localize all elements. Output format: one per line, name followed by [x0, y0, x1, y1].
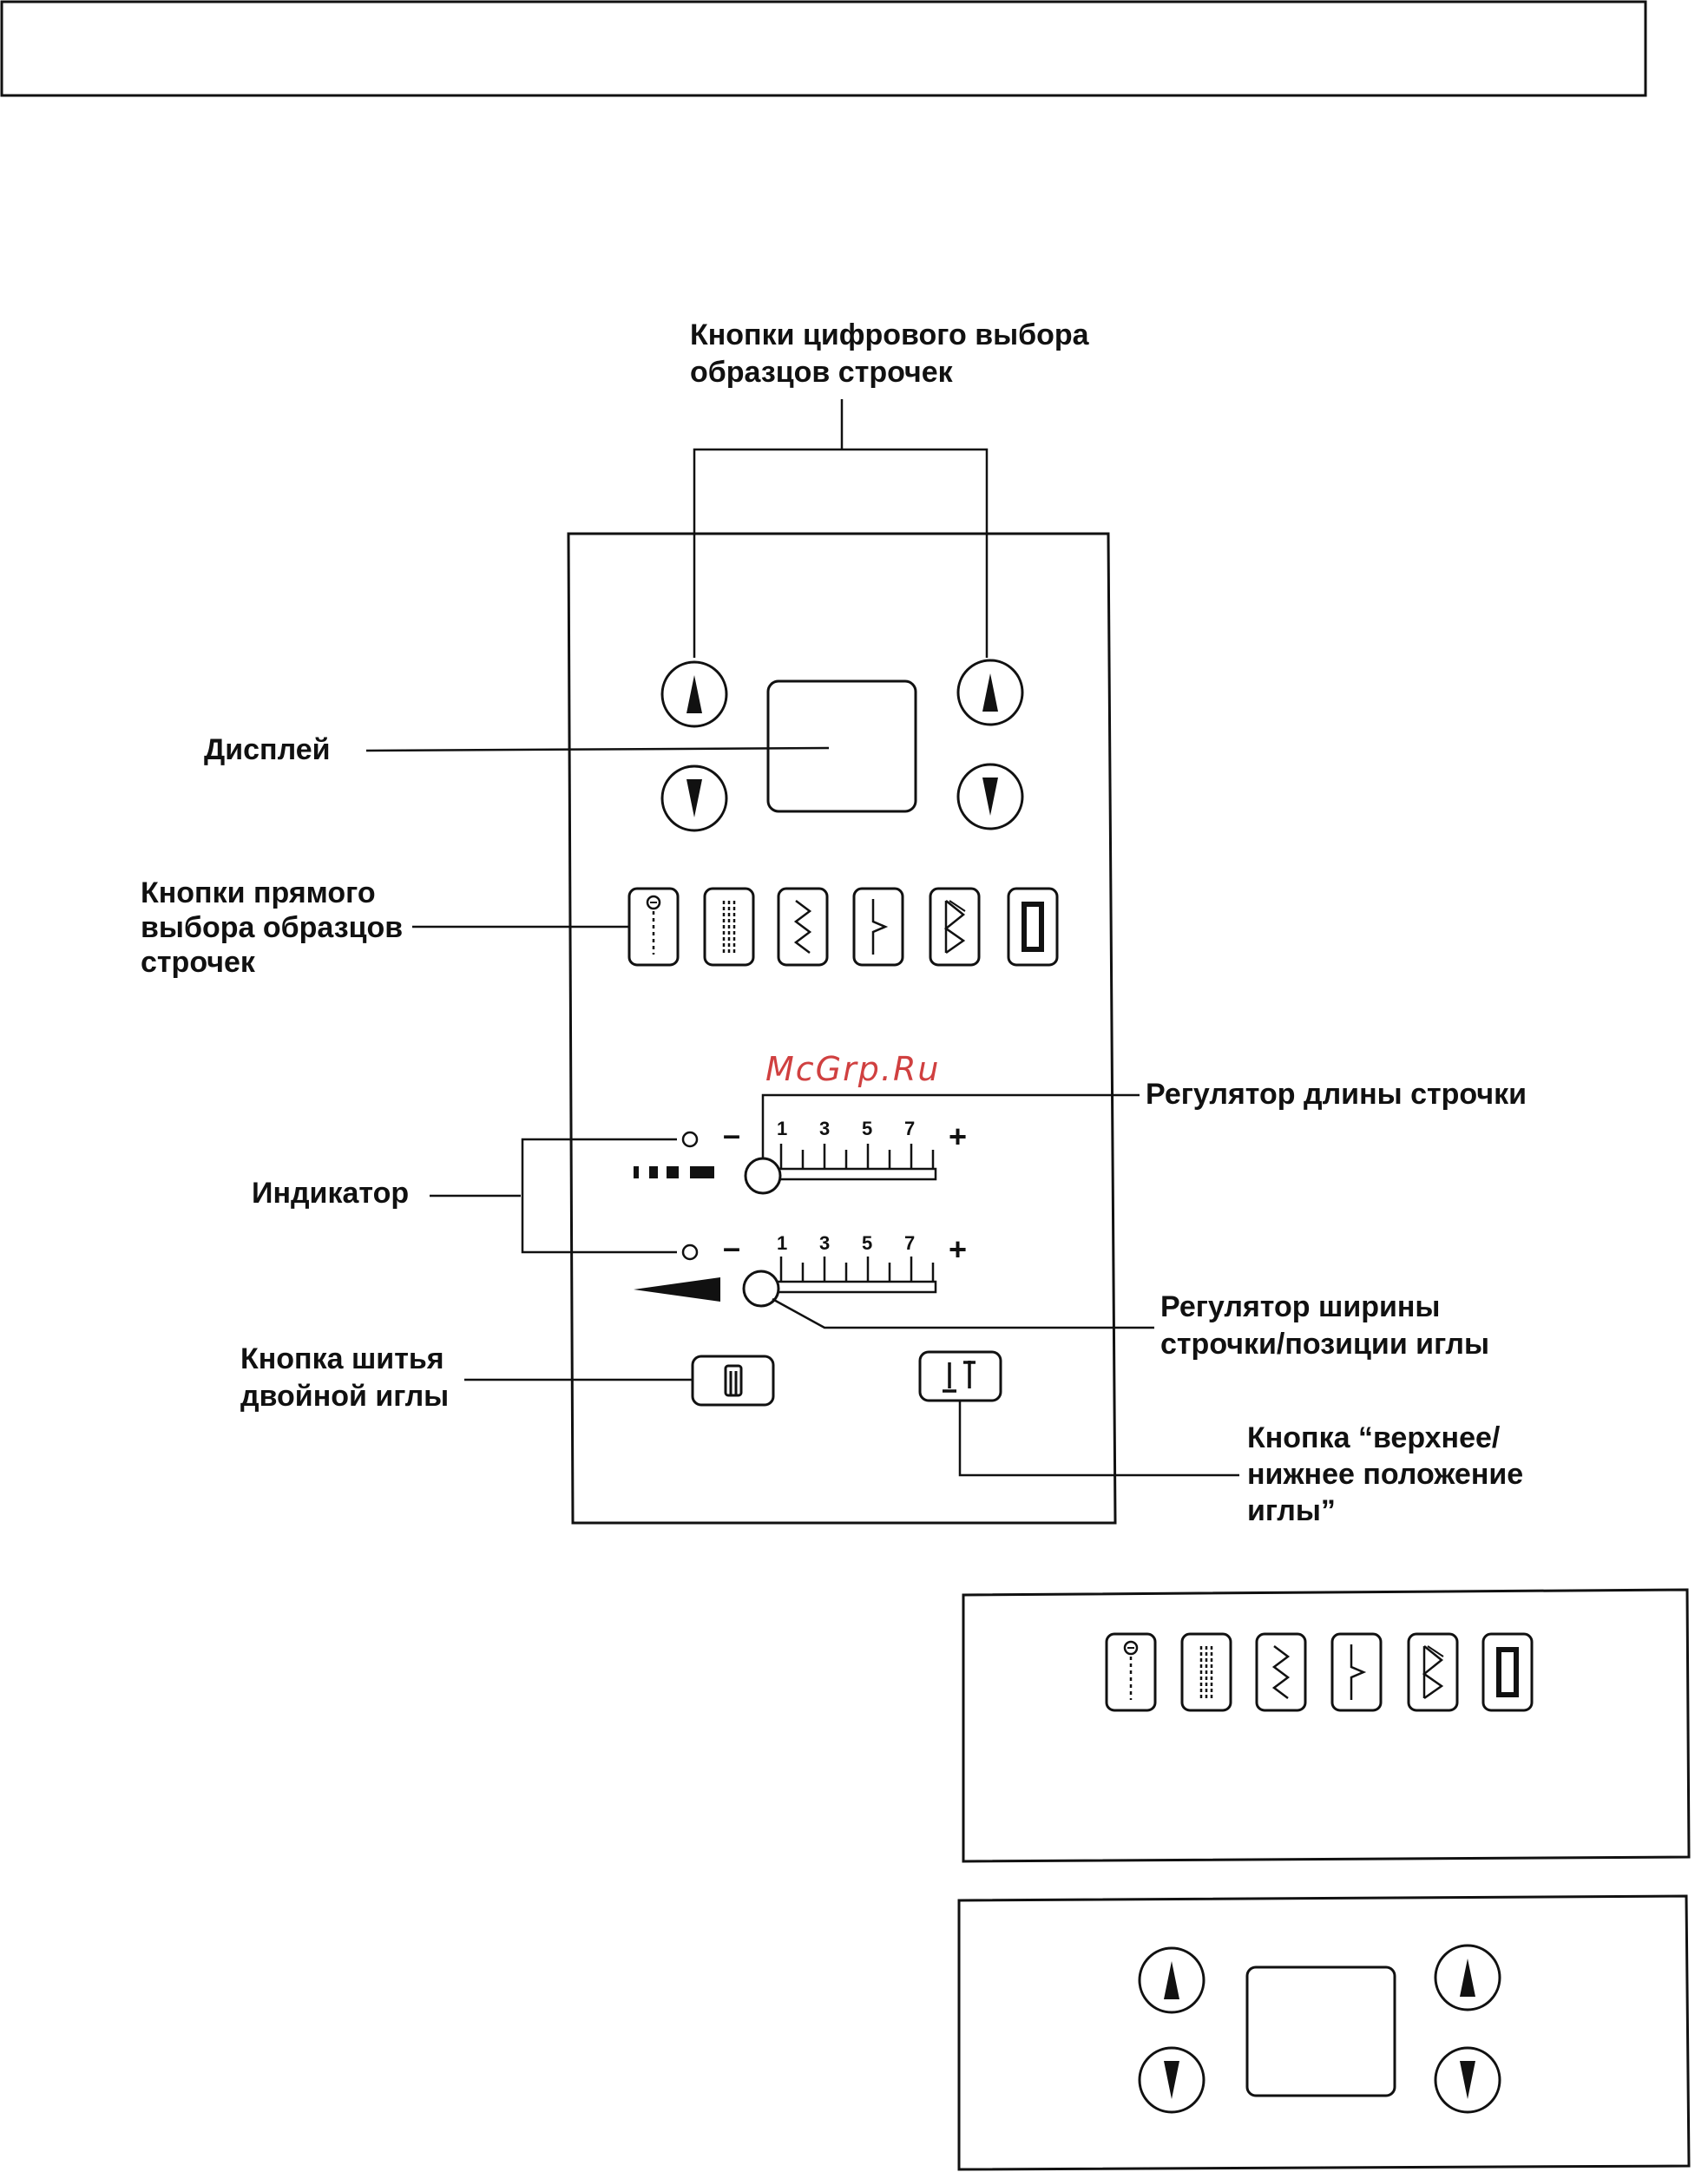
blind-hem-button[interactable]	[854, 889, 903, 965]
twin-needle-label-line2: двойной иглы	[240, 1380, 449, 1413]
pattern-buttons-row-panel	[1107, 1634, 1532, 1710]
needle-position-label-line1: Кнопка “верхнее/	[1247, 1421, 1501, 1454]
length-plus: +	[949, 1119, 967, 1154]
width-minus: –	[723, 1230, 740, 1265]
indicator-bracket	[522, 1139, 677, 1252]
needle-position-button[interactable]	[920, 1352, 1001, 1401]
panel-left-down-arrow-button[interactable]	[1140, 2048, 1204, 2112]
header-box	[2, 2, 1646, 95]
direct-select-label-line2: выбора образцов	[141, 911, 403, 944]
width-tick-1: 1	[777, 1232, 787, 1254]
zigzag-button[interactable]	[778, 889, 827, 965]
panel-left-up-arrow-button[interactable]	[1140, 1948, 1204, 2012]
length-tick-7: 7	[904, 1118, 915, 1139]
twin-needle-button[interactable]	[693, 1356, 773, 1405]
straight-stitch-button[interactable]	[1107, 1634, 1155, 1710]
triple-stitch-button[interactable]	[705, 889, 753, 965]
length-regulator-label: Регулятор длины строчки	[1146, 1078, 1527, 1111]
length-indicator-lamp	[683, 1132, 697, 1146]
length-tick-3: 3	[819, 1118, 830, 1139]
pattern-buttons-row	[629, 889, 1057, 965]
width-regulator-label-line2: строчки/позиции иглы	[1160, 1328, 1489, 1361]
length-tick-5: 5	[862, 1118, 872, 1139]
length-slider-knob[interactable]	[746, 1158, 780, 1193]
length-tick-1: 1	[777, 1118, 787, 1139]
panel-display-screen	[1247, 1967, 1395, 2096]
right-down-arrow-button[interactable]	[958, 764, 1022, 829]
length-stitch-symbol	[634, 1166, 714, 1178]
display-label: Дисплей	[204, 733, 331, 766]
direct-select-label-line1: Кнопки прямого	[141, 876, 376, 909]
width-regulator-leader	[772, 1299, 1154, 1328]
indicator-label: Индикатор	[252, 1177, 409, 1210]
triple-zigzag-button[interactable]	[930, 889, 979, 965]
width-plus: +	[949, 1231, 967, 1267]
width-scale: 1 3 5 7	[764, 1232, 936, 1292]
display-screen	[768, 681, 916, 811]
left-down-arrow-button[interactable]	[662, 766, 726, 830]
buttonhole-button[interactable]	[1483, 1634, 1532, 1710]
needle-position-leader	[960, 1401, 1239, 1475]
panel-right-down-arrow-button[interactable]	[1435, 2048, 1500, 2112]
triple-zigzag-button[interactable]	[1409, 1634, 1457, 1710]
needle-position-label-line3: иглы”	[1247, 1494, 1336, 1527]
length-scale: 1 3 5 7	[764, 1118, 936, 1179]
twin-needle-label-line1: Кнопка шитья	[240, 1342, 444, 1375]
triple-stitch-button[interactable]	[1182, 1634, 1231, 1710]
left-up-arrow-button[interactable]	[662, 662, 726, 726]
blind-hem-button[interactable]	[1332, 1634, 1381, 1710]
straight-stitch-button[interactable]	[629, 889, 678, 965]
width-tick-5: 5	[862, 1232, 872, 1254]
right-up-arrow-button[interactable]	[958, 660, 1022, 725]
panel-right-up-arrow-button[interactable]	[1435, 1946, 1500, 2010]
display-leader	[366, 748, 829, 751]
needle-position-label-line2: нижнее положение	[1247, 1458, 1523, 1491]
width-tick-3: 3	[819, 1232, 830, 1254]
length-minus: –	[723, 1117, 740, 1152]
digital-select-bracket	[694, 449, 987, 658]
width-tick-7: 7	[904, 1232, 915, 1254]
watermark: McGrp.Ru	[765, 1050, 940, 1088]
direct-select-label-line3: строчек	[141, 946, 256, 979]
digital-select-label-line2: образцов строчек	[690, 356, 954, 389]
zigzag-button[interactable]	[1257, 1634, 1305, 1710]
width-slider-knob[interactable]	[744, 1271, 778, 1306]
pattern-panel-frame	[963, 1590, 1689, 1861]
digital-select-label-line1: Кнопки цифрового выбора	[690, 318, 1090, 351]
width-wedge-symbol	[634, 1277, 720, 1302]
buttonhole-button[interactable]	[1008, 889, 1057, 965]
width-indicator-lamp	[683, 1245, 697, 1259]
width-regulator-label-line1: Регулятор ширины	[1160, 1290, 1440, 1323]
